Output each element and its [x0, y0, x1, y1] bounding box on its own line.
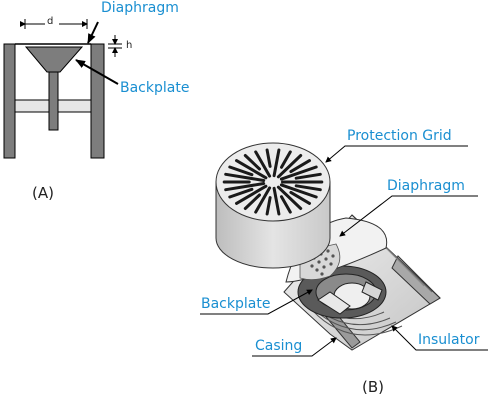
- left-electrode-post: [3, 43, 16, 159]
- diaphragm-label-a: Diaphragm: [101, 0, 179, 16]
- grid-slot: [294, 184, 322, 192]
- grid-slot: [235, 159, 268, 180]
- grid-slot: [279, 165, 318, 181]
- grid-slot: [289, 190, 311, 205]
- backplate-stem: [48, 63, 59, 131]
- grid-slot: [243, 193, 261, 210]
- diaphragm-leader-b: [339, 195, 478, 237]
- grid-slot: [243, 154, 261, 171]
- grid-slots: [222, 148, 324, 216]
- grid-slot: [254, 186, 272, 214]
- grid-slot: [294, 172, 322, 180]
- d-label-bg: [45, 17, 59, 30]
- diagram-b: [200, 142, 488, 357]
- grid-slot: [276, 185, 303, 210]
- diaphragm-label-b: Diaphragm: [387, 178, 465, 194]
- grid-slot: [272, 148, 281, 178]
- grid-slot: [224, 182, 266, 192]
- backplate-label-a: Backplate: [120, 80, 190, 96]
- d-label: d: [47, 16, 54, 27]
- right-electrode-post: [90, 43, 105, 159]
- grid-slot: [235, 184, 268, 205]
- h-label: h: [126, 40, 133, 51]
- casing-leader: [252, 337, 337, 357]
- diagram-a: [3, 17, 122, 159]
- protection-grid-leader: [325, 145, 468, 163]
- caption-b: (B): [362, 378, 384, 396]
- backplate-label-b: Backplate: [201, 296, 271, 312]
- grid-slot: [279, 183, 318, 199]
- grid-slot: [265, 148, 272, 168]
- grid-slot: [265, 196, 272, 216]
- backplate-arrow-a: [75, 59, 119, 85]
- protection-grid-label: Protection Grid: [347, 128, 452, 144]
- grid-slot: [228, 165, 254, 177]
- grid-slot: [228, 187, 254, 199]
- grid-slot: [280, 150, 292, 169]
- grid-slot: [254, 150, 272, 178]
- backplate-cone: [24, 46, 84, 73]
- caption-a: (A): [32, 184, 54, 202]
- grid-slot: [224, 172, 266, 182]
- grid-slot: [280, 195, 292, 214]
- protection-grid: [215, 142, 331, 269]
- grid-slot: [276, 154, 303, 179]
- casing-label: Casing: [255, 338, 303, 354]
- grid-slot: [289, 159, 311, 174]
- insulator-leader: [391, 325, 488, 351]
- backplate-leader-b: [200, 289, 313, 315]
- grid-slot: [272, 186, 281, 216]
- diaphragm-arrow-a: [87, 21, 99, 44]
- insulator-label: Insulator: [418, 332, 480, 348]
